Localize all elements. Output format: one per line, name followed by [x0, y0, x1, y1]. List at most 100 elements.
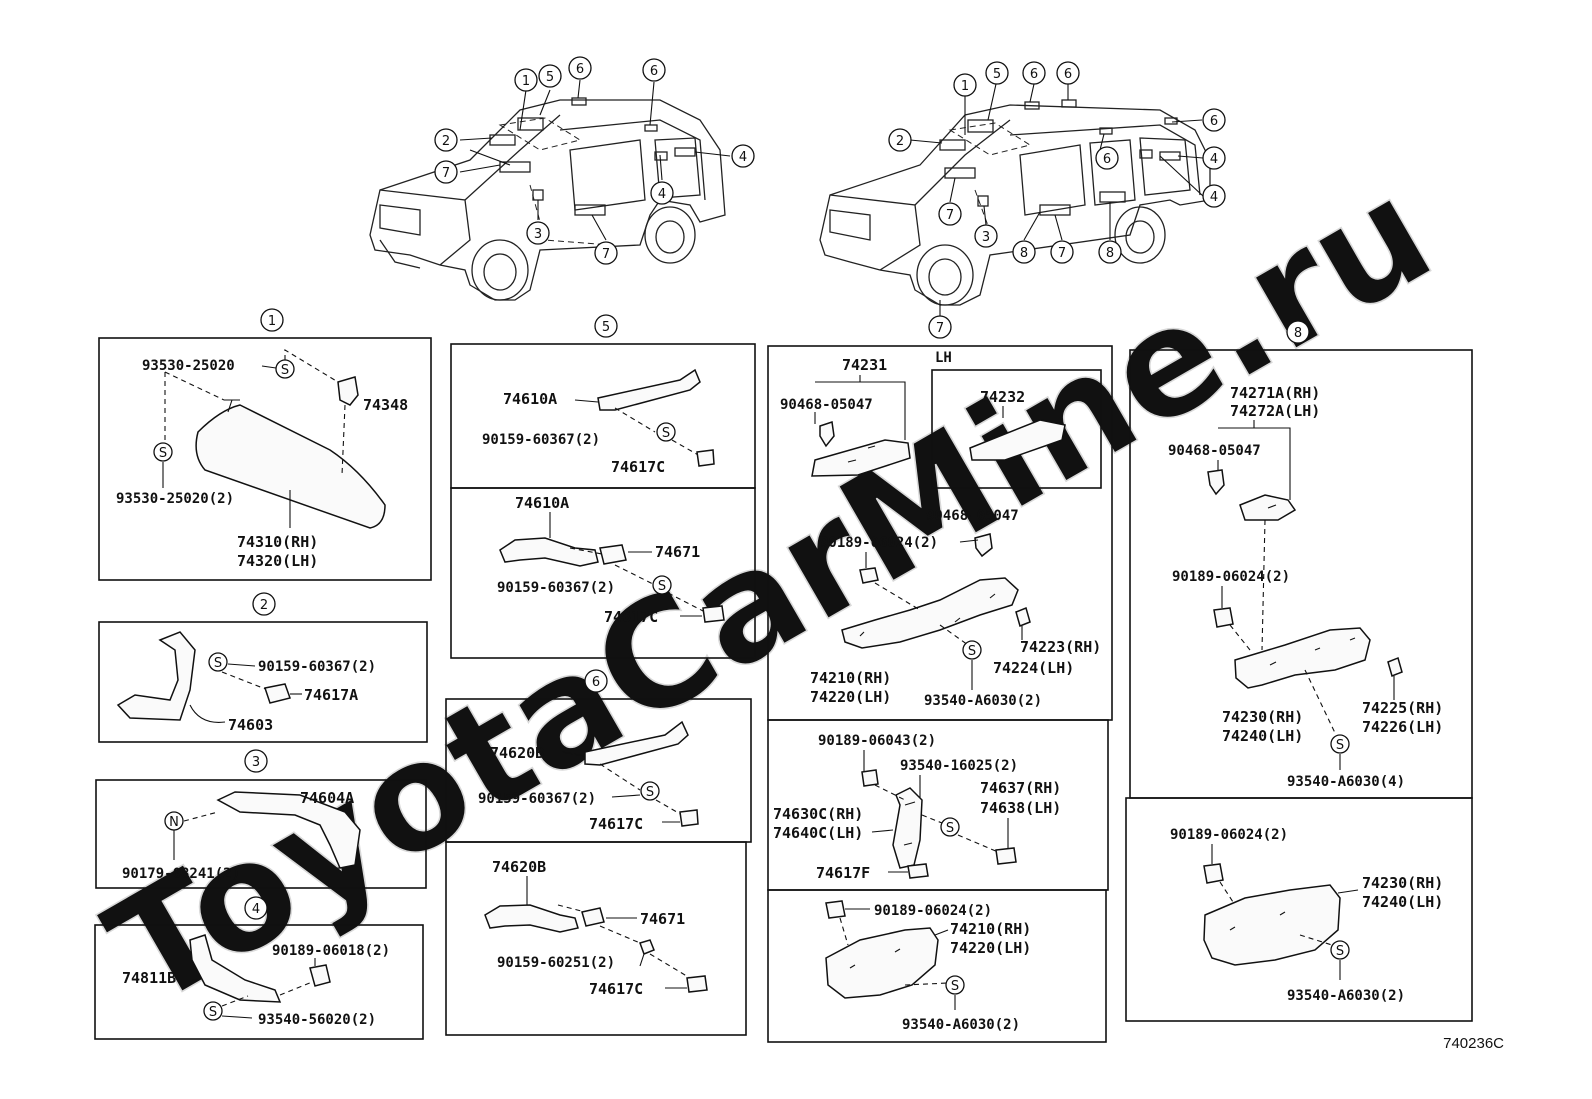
part-93530-25020-2: 93530-25020(2) [116, 491, 234, 507]
handle-74630c [892, 787, 923, 869]
clip-90189-06024-8b [1203, 863, 1224, 884]
armrest-74230 [1234, 627, 1371, 689]
grip-74620b-top [584, 720, 689, 766]
part-90159-60367-6a: 90159-60367(2) [478, 791, 596, 807]
car-right-callout-4a: 4 [1202, 146, 1226, 170]
s-symbol: S [203, 1001, 223, 1021]
panel-6-assist-grip: 6 74620B S 90159-60367(2) 74617C 74620B … [445, 669, 752, 1036]
armrest-74210 [841, 577, 1019, 649]
car-left-callout-2: 2 [434, 128, 458, 152]
car-right-callout-4b: 4 [1202, 184, 1226, 208]
panel-1-sun-visor: 1 93530-25020 S S 74348 93530-25020(2) 7… [98, 308, 432, 581]
armrest-base-74232 [969, 419, 1066, 461]
cover-74617c-6a [679, 809, 699, 827]
svg-text:1: 1 [961, 79, 969, 94]
part-74638-lh: 74638(LH) [980, 799, 1061, 817]
panel-3-assist-grip: 3 N 74604A 90179-08241(2) [95, 749, 427, 889]
car-right-callout-6c: 6 [1202, 108, 1226, 132]
s-symbol: S [1330, 734, 1350, 754]
svg-text:S: S [214, 656, 222, 671]
car-right-callout-6b: 6 [1056, 61, 1080, 85]
svg-text:S: S [951, 979, 959, 994]
clip-90189-06024-7c [825, 900, 846, 919]
part-74617c-5a: 74617C [611, 458, 665, 476]
screw-90159-60251 [639, 939, 655, 955]
part-93540-a6030-7c: 93540-A6030(2) [902, 1017, 1020, 1033]
part-90189-06024-8a: 90189-06024(2) [1172, 569, 1290, 585]
part-74811b: 74811B [122, 969, 176, 987]
s-symbol: S [1330, 940, 1350, 960]
svg-text:6: 6 [1210, 114, 1218, 129]
svg-text:1: 1 [522, 74, 530, 89]
svg-text:7: 7 [442, 166, 450, 181]
clip-90189-06043 [861, 769, 879, 787]
car-left-callout-6b: 6 [642, 58, 666, 82]
panel-6-index: 6 [584, 669, 608, 693]
svg-text:4: 4 [252, 902, 260, 917]
grip-74610a-top [597, 368, 701, 411]
bracket-74671-5b [599, 544, 627, 565]
s-symbol: S [940, 817, 960, 837]
car-right-callout-7b: 7 [1050, 240, 1074, 264]
cover-74617c-5b [702, 605, 725, 623]
part-74232: 74232 [980, 388, 1025, 406]
car-right-callout-3: 3 [974, 224, 998, 248]
svg-text:5: 5 [993, 67, 1001, 82]
svg-text:6: 6 [1064, 67, 1072, 82]
grip-74811b [189, 934, 282, 1003]
car-right-callout-6d: 6 [1095, 146, 1119, 170]
part-74637-rh: 74637(RH) [980, 779, 1061, 797]
svg-text:4: 4 [658, 187, 666, 202]
part-74272a-lh: 74272A(LH) [1230, 402, 1320, 420]
part-90189-06024-7c: 90189-06024(2) [874, 903, 992, 919]
part-74240-lh-8b: 74240(LH) [1362, 893, 1443, 911]
part-93540-16025: 93540-16025(2) [900, 758, 1018, 774]
svg-text:6: 6 [576, 62, 584, 77]
s-symbol: S [208, 652, 228, 672]
svg-text:3: 3 [982, 230, 990, 245]
part-74226-lh: 74226(LH) [1362, 718, 1443, 736]
car-right-callout-6a: 6 [1022, 61, 1046, 85]
panel-3-index: 3 [244, 749, 268, 773]
part-74224-lh: 74224(LH) [993, 659, 1074, 677]
svg-text:8: 8 [1020, 246, 1028, 261]
part-93540-a6030-7a: 93540-A6030(2) [924, 693, 1042, 709]
svg-text:2: 2 [896, 134, 904, 149]
part-74617f: 74617F [816, 864, 870, 882]
s-symbol: S [656, 422, 676, 442]
sun-visor [195, 404, 386, 529]
part-74271a-rh: 74271A(RH) [1230, 384, 1320, 402]
part-74210-rh-7c: 74210(RH) [950, 920, 1031, 938]
car-left-callout-3: 3 [526, 221, 550, 245]
armrest-base-74231 [811, 439, 911, 477]
car-left-callout-4b: 4 [650, 181, 674, 205]
cover-74617a [264, 683, 291, 704]
part-74640c-lh: 74640C(LH) [773, 824, 863, 842]
svg-text:3: 3 [252, 755, 260, 770]
part-93540-56020: 93540-56020(2) [258, 1012, 376, 1028]
part-74348: 74348 [363, 396, 408, 414]
svg-text:S: S [159, 446, 167, 461]
part-74220-lh: 74220(LH) [810, 688, 891, 706]
car-right-callout-7c: 7 [928, 315, 952, 339]
svg-text:7: 7 [1058, 246, 1066, 261]
car-left-callout-5: 5 [538, 64, 562, 88]
part-74231: 74231 [842, 356, 887, 374]
car-left-callout-7b: 7 [594, 241, 618, 265]
s-symbol: S [962, 640, 982, 660]
lh-label: LH [935, 350, 952, 366]
car-left-illustration: 1 5 6 6 2 7 4 4 3 7 [369, 56, 755, 301]
panel-1-index: 1 [260, 308, 284, 332]
part-93540-a6030-8a: 93540-A6030(4) [1287, 774, 1405, 790]
car-left-callout-1: 1 [514, 68, 538, 92]
part-74210-rh: 74210(RH) [810, 669, 891, 687]
cap-74225 [1387, 656, 1403, 678]
part-93540-a6030-8b: 93540-A6030(2) [1287, 988, 1405, 1004]
svg-text:S: S [1336, 738, 1344, 753]
svg-text:4: 4 [1210, 190, 1218, 205]
svg-text:S: S [209, 1005, 217, 1020]
part-74230-rh-8b: 74230(RH) [1362, 874, 1443, 892]
part-90189-06043: 90189-06043(2) [818, 733, 936, 749]
part-74604a: 74604A [300, 789, 354, 807]
